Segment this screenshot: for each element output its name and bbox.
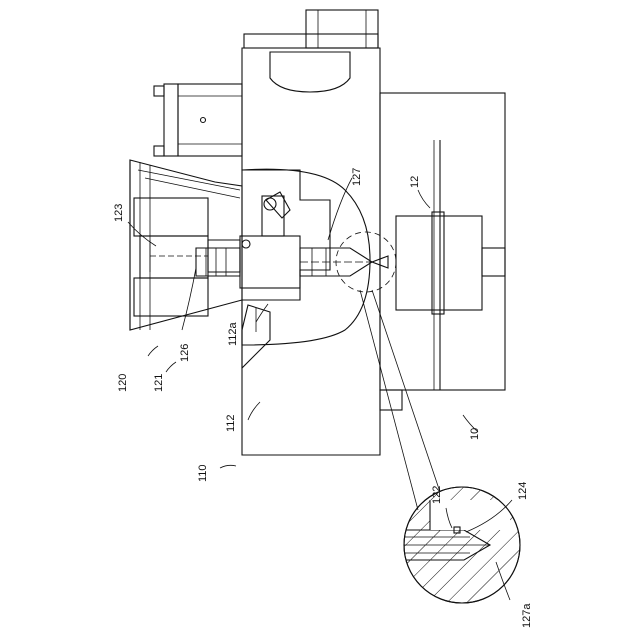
detail-view (400, 480, 520, 610)
label-12: 12 (409, 176, 421, 188)
label-10: 10 (469, 428, 481, 440)
hot-runner-unit (130, 160, 242, 330)
label-126: 126 (179, 344, 191, 362)
label-110: 110 (197, 464, 209, 482)
label-112: 112 (225, 414, 237, 432)
top-actuator (244, 10, 378, 48)
left-clamp (154, 84, 242, 156)
label-121: 121 (153, 374, 165, 392)
label-127a: 127a (521, 603, 533, 628)
label-112a: 112a (227, 321, 239, 346)
label-123: 123 (113, 204, 125, 222)
fixed-mold-plate (380, 93, 505, 410)
mold-body (242, 48, 380, 455)
label-122: 122 (431, 486, 443, 504)
label-127: 127 (351, 168, 363, 186)
valve-gate (196, 192, 396, 292)
label-120: 120 (117, 374, 129, 392)
detail-leader (360, 290, 440, 510)
label-124: 124 (517, 482, 529, 500)
